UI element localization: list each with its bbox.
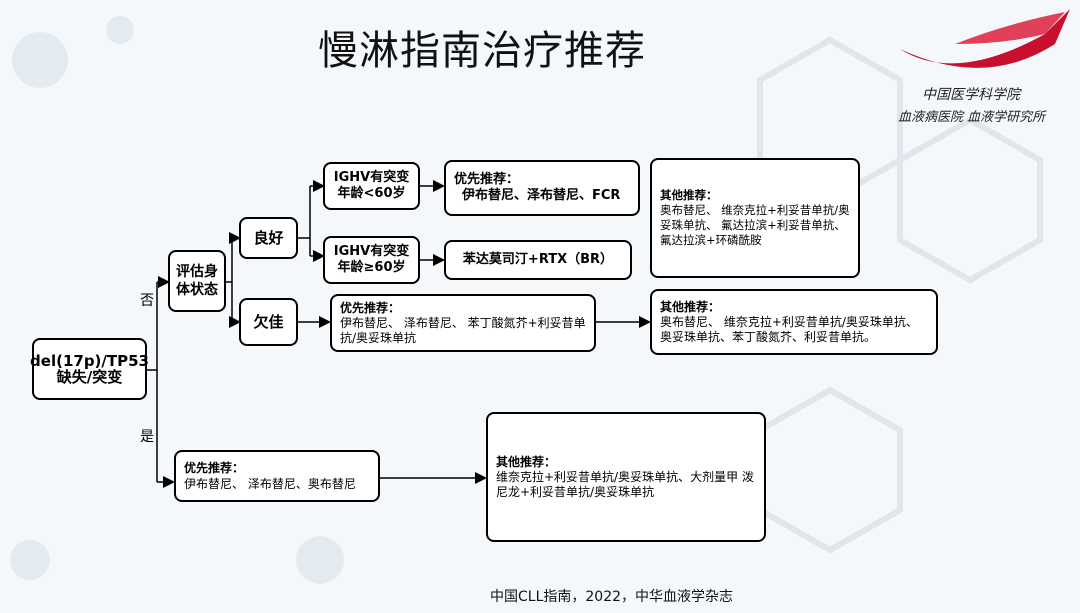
status-poor-node: 欠佳	[239, 298, 298, 346]
ighv-mutated-over60-node: IGHV有突变 年龄≥60岁	[323, 236, 420, 284]
preferred-heading: 优先推荐：	[184, 460, 356, 476]
preferred-body: 伊布替尼、泽布替尼、FCR	[454, 188, 620, 204]
ighv-mutated-under60-node: IGHV有突变 年龄<60岁	[323, 162, 420, 210]
status-good-node: 良好	[239, 217, 298, 259]
other-body: 维奈克拉+利妥昔单抗/奥妥珠单抗、大剂量甲 泼尼龙+利妥昔单抗/奥妥珠单抗	[496, 470, 756, 500]
preferred-body: 伊布替尼、 泽布替尼、奥布替尼	[184, 476, 356, 492]
branch-label-no: 否	[140, 290, 154, 310]
other-heading: 其他推荐：	[496, 455, 756, 470]
other-recommendation-yes: 其他推荐： 维奈克拉+利妥昔单抗/奥妥珠单抗、大剂量甲 泼尼龙+利妥昔单抗/奥妥…	[486, 412, 766, 542]
preferred-recommendation-yes: 优先推荐： 伊布替尼、 泽布替尼、奥布替尼	[174, 450, 380, 502]
preferred-body: 伊布替尼、 泽布替尼、 苯丁酸氮芥+利妥昔单抗/奥妥珠单抗	[340, 316, 586, 346]
bendamustine-rtx-node: 苯达莫司汀+RTX（BR）	[444, 240, 632, 280]
branch-label-yes: 是	[140, 426, 154, 446]
preferred-heading: 优先推荐：	[340, 301, 586, 316]
other-heading: 其他推荐：	[660, 300, 928, 315]
other-recommendation-good: 其他推荐： 奥布替尼、 维奈克拉+利妥昔单抗/奥妥珠单抗、 氟达拉滨+利妥昔单抗…	[650, 158, 860, 278]
assess-status-node: 评估身 体状态	[168, 250, 226, 312]
other-body: 奥布替尼、 维奈克拉+利妥昔单抗/奥妥珠单抗、 氟达拉滨+利妥昔单抗、氟达拉滨+…	[660, 203, 850, 248]
preferred-heading: 优先推荐：	[454, 172, 620, 188]
other-recommendation-poor: 其他推荐： 奥布替尼、 维奈克拉+利妥昔单抗/奥妥珠单抗、奥妥珠单抗、苯丁酸氮芥…	[650, 289, 938, 355]
other-body: 奥布替尼、 维奈克拉+利妥昔单抗/奥妥珠单抗、奥妥珠单抗、苯丁酸氮芥、利妥昔单抗…	[660, 315, 928, 345]
source-citation: 中国CLL指南，2022，中华血液学杂志	[490, 586, 733, 606]
preferred-recommendation-good-young: 优先推荐： 伊布替尼、泽布替尼、FCR	[444, 160, 640, 216]
root-node-del17p-tp53: del(17p)/TP53 缺失/突变	[32, 338, 147, 400]
preferred-recommendation-poor: 优先推荐： 伊布替尼、 泽布替尼、 苯丁酸氮芥+利妥昔单抗/奥妥珠单抗	[330, 294, 596, 352]
other-heading: 其他推荐：	[660, 188, 850, 203]
